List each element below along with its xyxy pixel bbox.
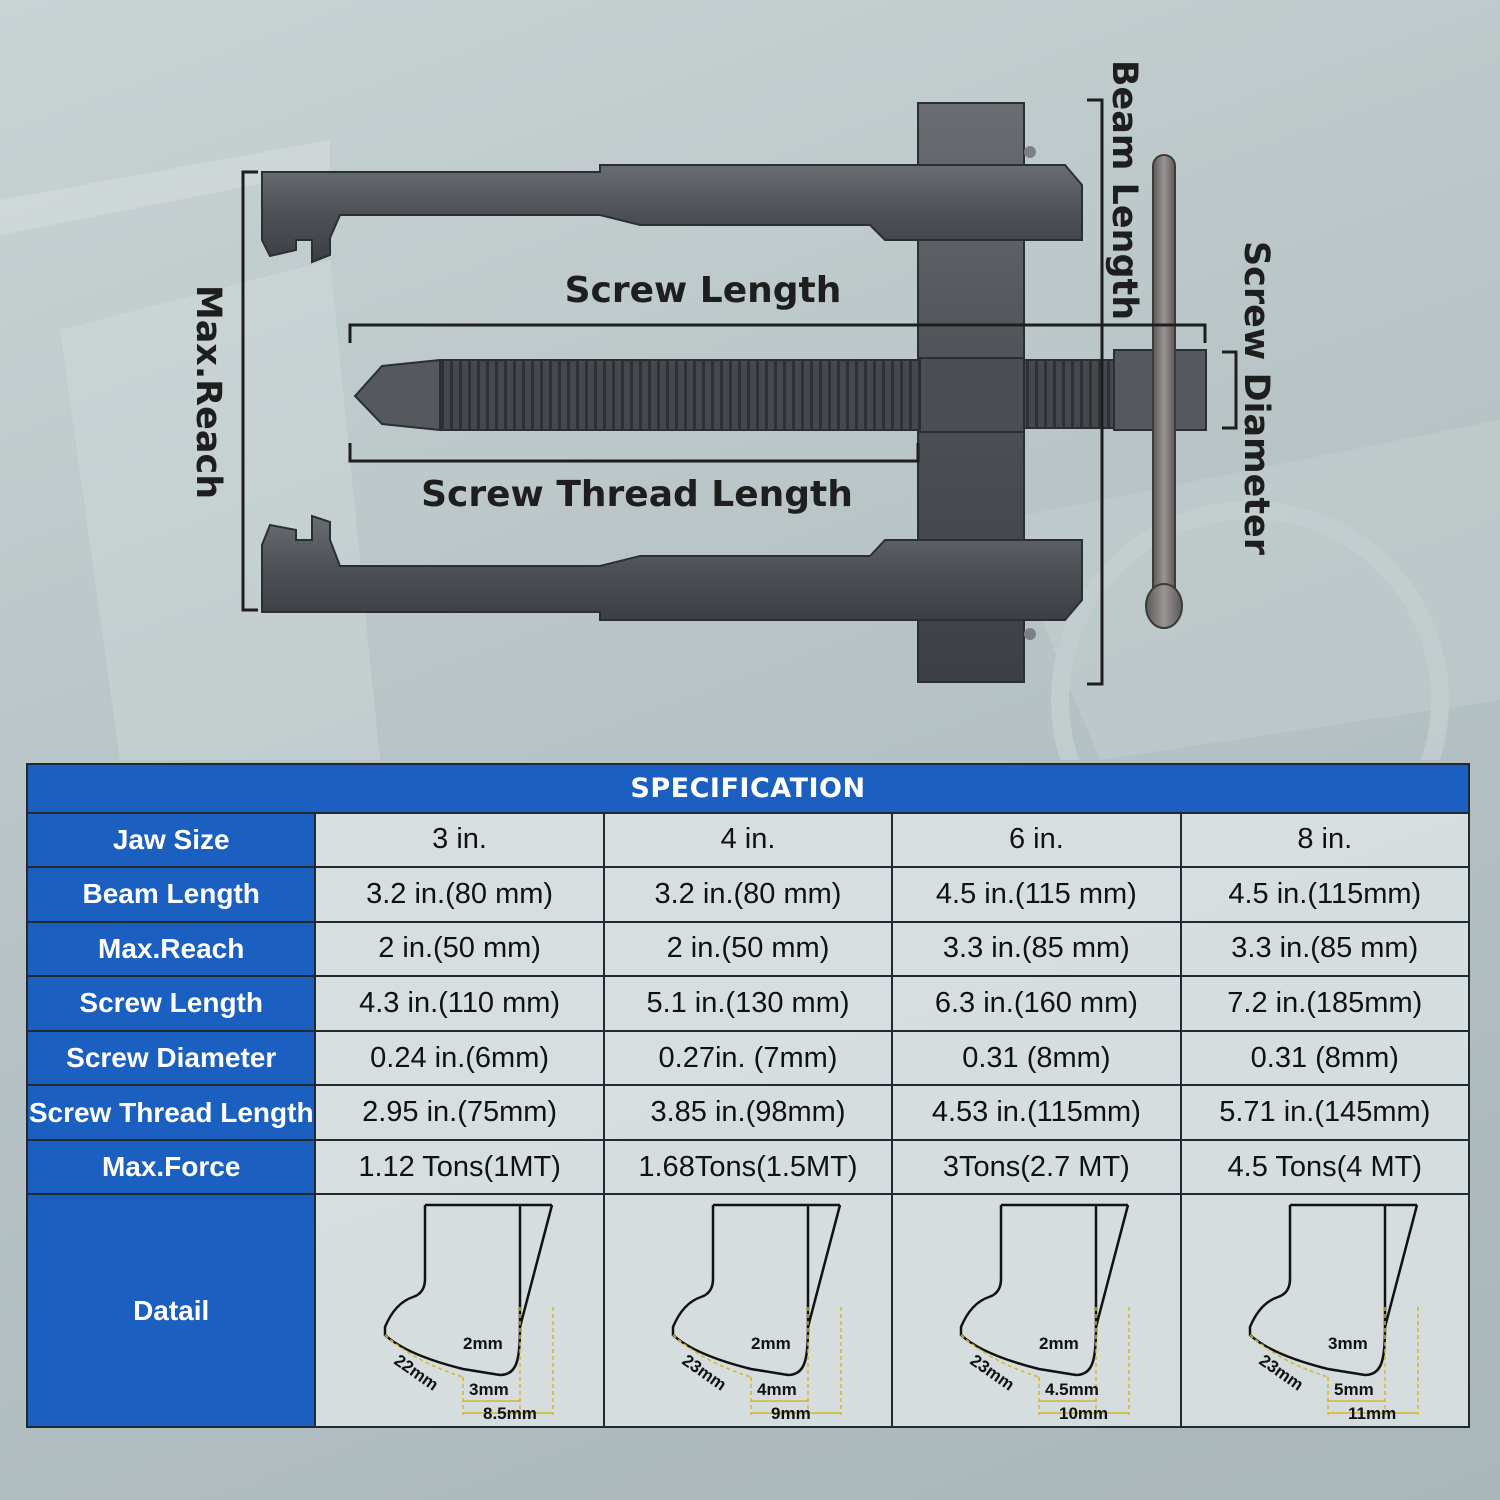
table-cell: 3.2 in.(80 mm) [314,866,605,923]
row-header-beam-length: Beam Length [25,866,317,923]
max-reach-label: Max.Reach [188,285,228,499]
table-cell: 4.53 in.(115mm) [891,1084,1182,1141]
table-cell: 0.31 (8mm) [891,1029,1182,1087]
row-header-screw-thread-length: Screw Thread Length [25,1084,317,1141]
table-cell: 2 in.(50 mm) [314,920,605,978]
table-cell: 0.27in. (7mm) [602,1029,894,1087]
table-cell: 4.5 in.(115mm) [1179,866,1471,923]
table-cell: 4.3 in.(110 mm) [314,975,605,1032]
pin-icon [1024,146,1036,158]
table-cell: 3.3 in.(85 mm) [891,920,1182,978]
table-cell: 1.12 Tons(1MT) [314,1138,605,1196]
table-cell: 5.71 in.(145mm) [1179,1084,1471,1141]
table-cell: 3.85 in.(98mm) [602,1084,894,1141]
thickness-dimension: 3mm [469,1380,509,1399]
width-dimension: 10mm [1059,1404,1108,1423]
puller-illustration: Screw Length Screw Thread Length Max.Rea… [0,59,1500,899]
dimension-lines [241,98,1238,686]
table-cell: 6.3 in.(160 mm) [891,975,1182,1032]
specification-table: SPECIFICATION Jaw Size 3 in. 4 in. 6 in.… [25,763,1471,1428]
table-row: Screw Thread Length 2.95 in.(75mm) 3.85 … [25,1084,1471,1141]
screw-thread-length-label: Screw Thread Length [421,474,853,515]
table-cell: 3.2 in.(80 mm) [602,866,894,923]
table-cell: 3Tons(2.7 MT) [891,1138,1182,1196]
table-cell: 4.5 Tons(4 MT) [1179,1138,1471,1196]
spec-title-row: SPECIFICATION [26,763,1470,814]
tip-dimension: 2mm [751,1334,791,1353]
row-header-max-reach: Max.Reach [25,920,317,978]
row-header-max-force: Max.Force [25,1138,317,1196]
row-header-detail: Datail [25,1193,317,1428]
table-cell: 2.95 in.(75mm) [314,1084,605,1141]
table-cell: 8 in. [1179,811,1471,869]
table-cell: 0.24 in.(6mm) [314,1029,605,1087]
screw-diameter-label: Screw Diameter [1236,241,1276,556]
width-dimension: 8.5mm [483,1404,537,1423]
t-handle [1145,154,1183,629]
table-cell: 3.3 in.(85 mm) [1179,920,1471,978]
beam-length-label: Beam Length [1104,60,1144,320]
table-cell: 5.1 in.(130 mm) [602,975,894,1032]
row-header-jaw-size: Jaw Size [25,811,317,869]
table-row: Max.Reach 2 in.(50 mm) 2 in.(50 mm) 3.3 … [25,920,1471,978]
upper-jaw-arm [261,164,1083,264]
thickness-dimension: 4mm [757,1380,797,1399]
table-cell: 2 in.(50 mm) [602,920,894,978]
screw-length-label: Screw Length [565,270,842,311]
thickness-dimension: 4.5mm [1045,1380,1099,1399]
table-cell: 1.68Tons(1.5MT) [602,1138,894,1196]
row-header-screw-diameter: Screw Diameter [25,1029,317,1087]
thickness-dimension: 5mm [1334,1380,1374,1399]
background-decoration [0,140,1500,899]
table-cell: 7.2 in.(185mm) [1179,975,1471,1032]
table-cell: 4.5 in.(115 mm) [891,866,1182,923]
width-dimension: 11mm [1348,1404,1396,1423]
table-cell: 0.31 (8mm) [1179,1029,1471,1087]
pin-icon [1024,628,1036,640]
table-cell: 4 in. [602,811,894,869]
forcing-screw [353,349,1207,433]
lower-jaw-arm [261,514,1083,621]
table-cell: 3 in. [314,811,605,869]
table-row: Screw Length 4.3 in.(110 mm) 5.1 in.(130… [25,975,1471,1032]
table-row: Max.Force 1.12 Tons(1MT) 1.68Tons(1.5MT)… [25,1138,1471,1196]
table-row: Beam Length 3.2 in.(80 mm) 3.2 in.(80 mm… [25,866,1471,923]
spec-title: SPECIFICATION [26,763,1470,814]
width-dimension: 9mm [771,1404,811,1423]
table-row: Jaw Size 3 in. 4 in. 6 in. 8 in. [25,811,1471,869]
tip-dimension: 2mm [463,1334,503,1353]
tip-dimension: 3mm [1328,1334,1368,1353]
table-row: Screw Diameter 0.24 in.(6mm) 0.27in. (7m… [25,1029,1471,1087]
tip-dimension: 2mm [1039,1334,1079,1353]
row-header-screw-length: Screw Length [25,975,317,1032]
table-cell: 6 in. [891,811,1182,869]
